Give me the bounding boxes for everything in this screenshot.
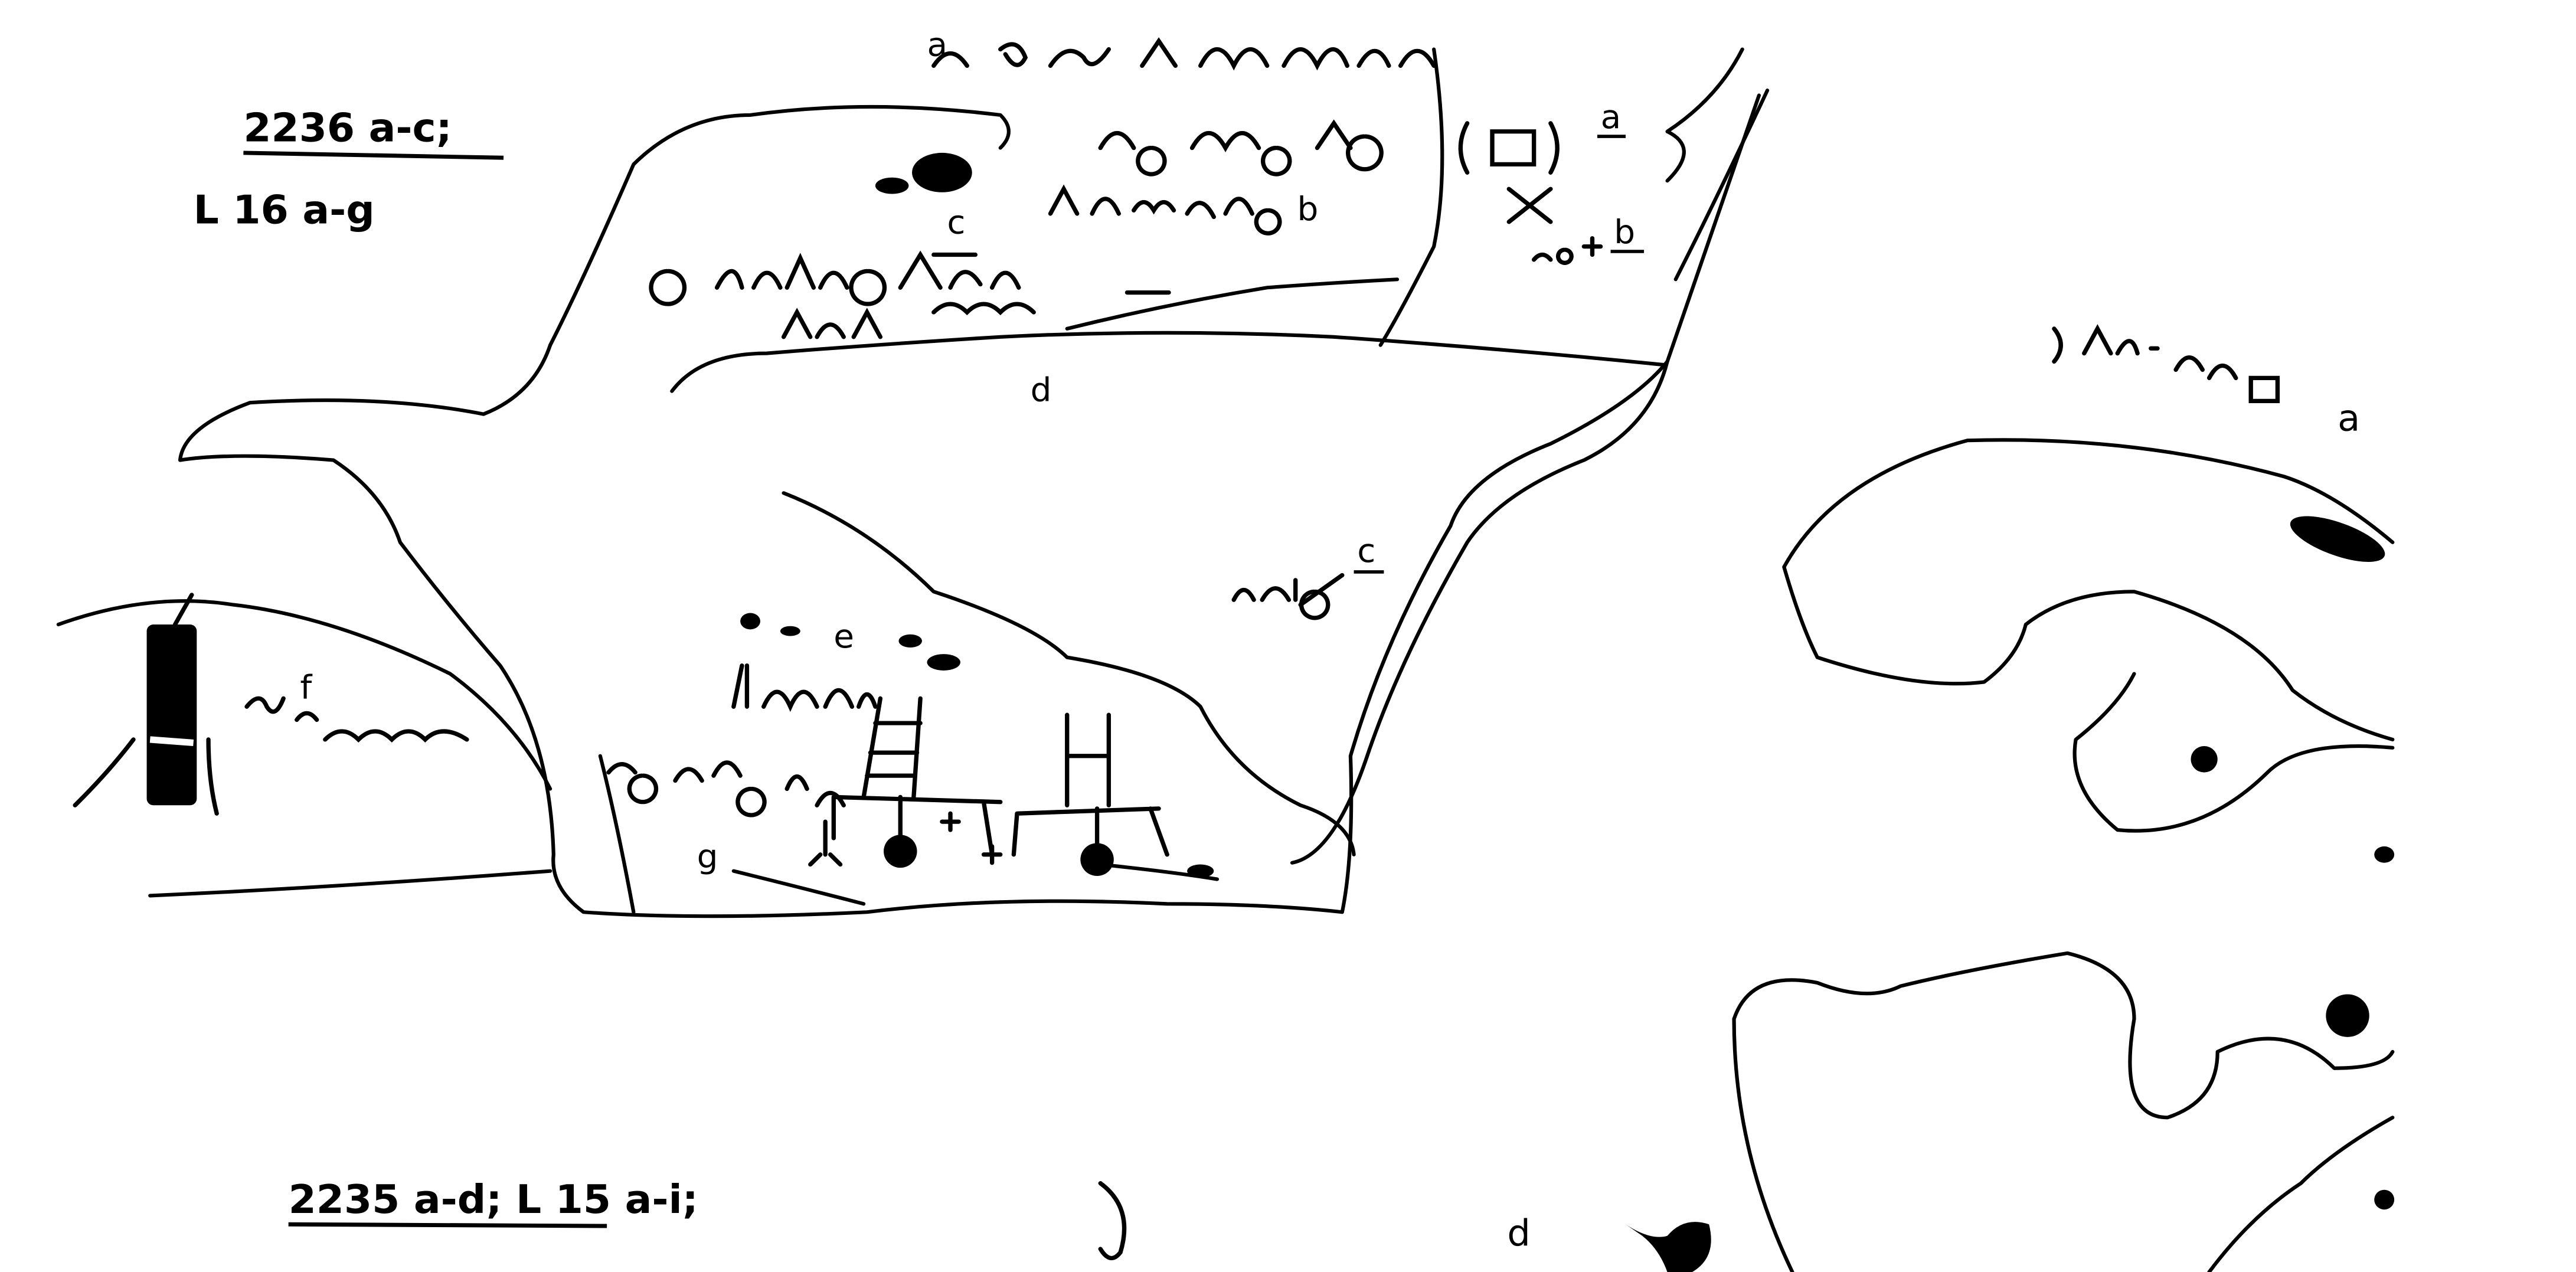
blot (912, 152, 972, 192)
safaitic-inscription-right-a (2052, 324, 2280, 403)
left-rock-edge (56, 599, 553, 898)
safaitic-inscription-a: a (927, 26, 1436, 71)
right-label-a: a (2338, 397, 2360, 439)
label-b: b (1297, 190, 1319, 228)
safaitic-inscription-e (731, 663, 878, 712)
right-rock-outline-inner (2072, 672, 2395, 833)
standing-figure-f (146, 624, 197, 806)
right-label-d: d (1507, 1212, 1530, 1254)
rock-crack-1 (1065, 277, 1400, 331)
rock-crack-d (670, 331, 1666, 393)
label-a: a (927, 26, 947, 64)
safaitic-inscription-c-main (649, 250, 1171, 339)
label-inset-b: b (1614, 213, 1635, 251)
rock-crack-3 (782, 491, 1356, 856)
rock-crack-2 (1378, 47, 1444, 347)
crescent-symbol (1098, 1181, 1127, 1260)
safaitic-inscription-g (606, 760, 846, 867)
safaitic-line-f (244, 696, 469, 743)
ladder-figure (831, 696, 1003, 857)
top-reference-underline (243, 151, 504, 160)
safaitic-inscription-b: b (1048, 184, 1319, 236)
top-reference-label: 2236 a-c; (243, 105, 452, 151)
rock-crack-5 (598, 754, 1220, 914)
right-rock-outline-lower (1732, 951, 2395, 1272)
right-blot-d (1625, 1222, 1711, 1272)
top-reference-sub-label: L 16 a-g (194, 187, 375, 233)
label-inset-c: c (1357, 532, 1375, 571)
rock-crack-6 (1665, 47, 1770, 282)
rock-crack-4 (1290, 359, 1669, 865)
safaitic-inscription-a-line2 (1098, 119, 1384, 176)
rock-outline-top (548, 104, 1011, 347)
label-inset-a: a (1601, 99, 1622, 137)
altar-figure (1011, 712, 1169, 857)
safaitic-inscription-inset-c (1231, 573, 1345, 620)
safaitic-inscription-inset-a (1458, 121, 1560, 224)
bottom-reference-underline (288, 1222, 607, 1228)
label-d: d (1031, 371, 1052, 410)
label-c: c (947, 204, 965, 242)
rock-outline (178, 93, 1761, 918)
label-g: g (697, 838, 718, 876)
bottom-reference-label: 2235 a-d; L 15 a-i; (289, 1176, 698, 1222)
label-f: f (300, 669, 312, 707)
right-rock-outline (1782, 438, 2395, 741)
label-e: e (833, 617, 854, 656)
